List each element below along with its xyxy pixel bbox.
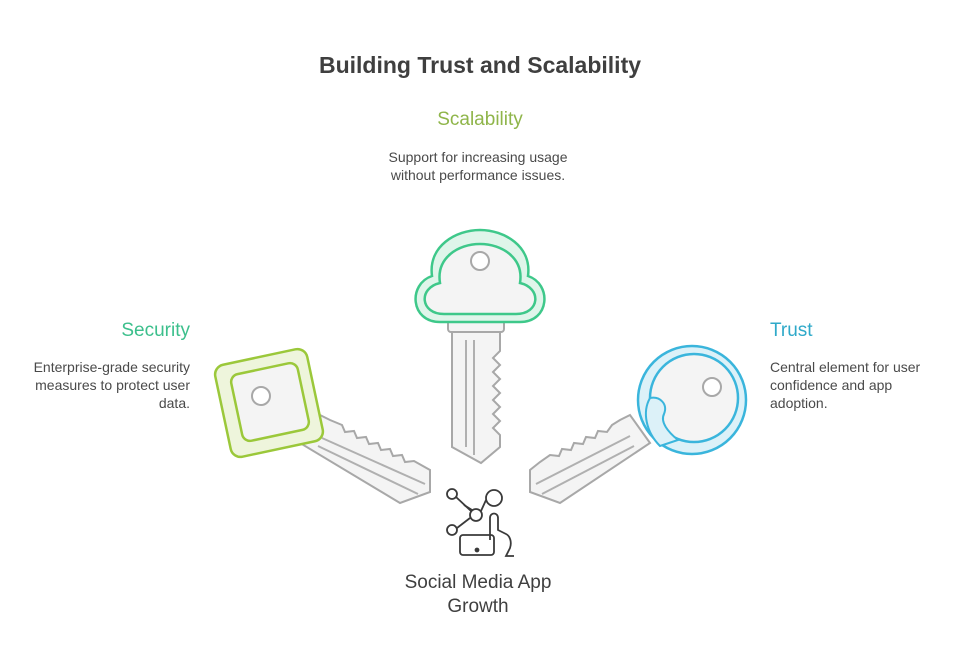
scalability-heading: Scalability: [437, 109, 523, 130]
trust-heading: Trust: [770, 320, 813, 341]
scalability-key-icon: [414, 228, 546, 465]
security-heading: Security: [121, 320, 190, 341]
security-description: Enterprise-grade security measures to pr…: [33, 359, 190, 411]
social-network-phone-icon: [446, 488, 514, 557]
center-label: Social Media App Growth: [404, 572, 552, 617]
trust-key-icon: [529, 344, 748, 505]
diagram-title: Building Trust and Scalability: [318, 52, 642, 78]
security-key-icon: [213, 347, 431, 505]
trust-description: Central element for user confidence and …: [770, 359, 921, 411]
scalability-description: Support for increasing usage without per…: [388, 149, 568, 183]
